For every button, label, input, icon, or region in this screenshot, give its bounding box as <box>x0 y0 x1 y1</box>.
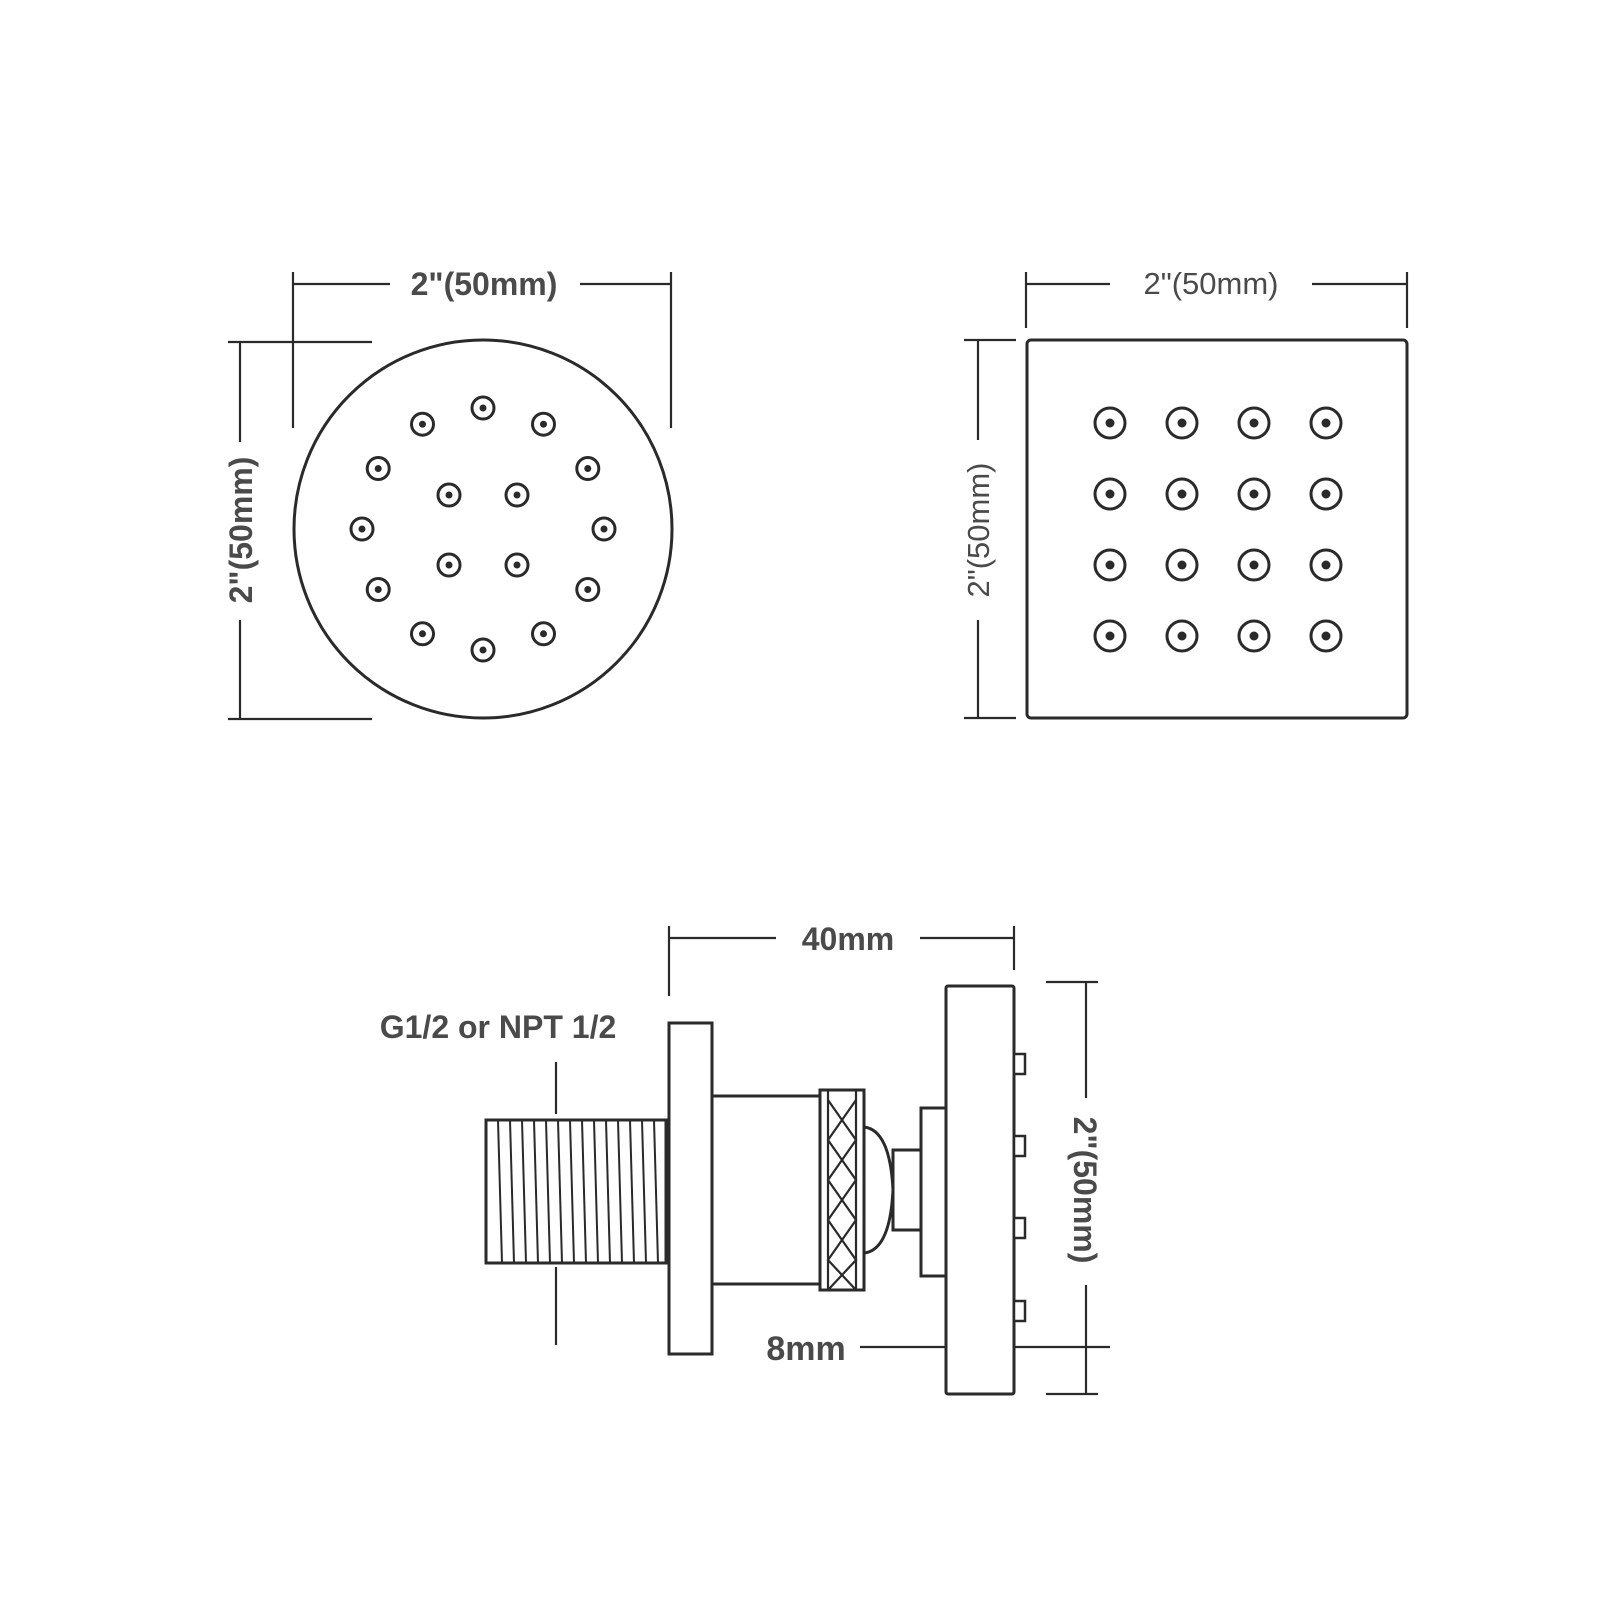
square-nozzle-group <box>1093 406 1343 653</box>
nozzle-r4c4 <box>1309 619 1343 653</box>
nozzle-outer-8 <box>410 621 435 647</box>
side-face-plate <box>944 984 1016 1396</box>
nozzle-outer-9 <box>365 577 391 602</box>
nozzle-outer-4 <box>591 516 617 542</box>
thread-groove <box>617 1119 623 1264</box>
thread-groove <box>653 1119 659 1264</box>
square-height-label: 2"(50mm) <box>961 462 996 597</box>
swivel-neck <box>891 1148 923 1232</box>
side-height-label: 2"(50mm) <box>1067 1117 1103 1264</box>
nozzle-r3c1 <box>1093 548 1127 582</box>
nozzle-r2c4 <box>1309 477 1343 511</box>
thread-groove <box>509 1119 515 1264</box>
side-nozzle-studs <box>1012 1052 1027 1323</box>
nozzle-outer-1 <box>470 395 496 421</box>
nozzle-outer-6 <box>531 621 556 647</box>
threaded-inlet <box>484 1118 668 1265</box>
nozzle-outer-11 <box>365 456 391 481</box>
thread-groove <box>533 1119 539 1264</box>
nozzle-r1c3 <box>1237 406 1271 440</box>
thread-groove <box>521 1119 527 1264</box>
knurl-pattern-b <box>826 1099 858 1291</box>
thread-groove <box>641 1119 647 1264</box>
body-cylinder <box>710 1094 822 1286</box>
side-nozzle-stud-1 <box>1012 1052 1027 1076</box>
nozzle-inner-3 <box>436 552 462 578</box>
nozzle-r2c2 <box>1165 477 1199 511</box>
nozzle-inner-4 <box>504 552 530 578</box>
thread-grooves <box>497 1119 659 1264</box>
square-width-label: 2"(50mm) <box>1143 266 1278 301</box>
thread-label: G1/2 or NPT 1/2 <box>380 1009 617 1045</box>
thread-groove <box>545 1119 551 1264</box>
nozzle-outer-10 <box>349 516 375 542</box>
nozzle-r1c2 <box>1165 406 1199 440</box>
round-face-plate <box>292 338 674 720</box>
nozzle-r2c1 <box>1093 477 1127 511</box>
side-nozzle-stud-2 <box>1012 1134 1027 1158</box>
nozzle-outer-12 <box>410 411 435 437</box>
nozzle-inner-1 <box>436 482 462 508</box>
nozzle-outer-7 <box>470 637 496 663</box>
nozzle-r2c3 <box>1237 477 1271 511</box>
side-nozzle-stud-3 <box>1012 1216 1027 1240</box>
nozzle-outer-5 <box>575 577 601 602</box>
jet-side-view: 40mm G1/2 or NPT 1/2 <box>380 921 1110 1396</box>
square-jet-front-view: 2"(50mm) 2"(50mm) <box>961 266 1409 720</box>
mounting-flange <box>667 1021 714 1356</box>
thread-groove <box>569 1119 575 1264</box>
thread-groove <box>581 1119 587 1264</box>
nozzle-r3c3 <box>1237 548 1271 582</box>
round-nozzle-group <box>349 395 617 663</box>
thread-groove <box>593 1119 599 1264</box>
nozzle-r4c1 <box>1093 619 1127 653</box>
thread-groove <box>629 1119 635 1264</box>
protrusion-label: 8mm <box>766 1330 845 1368</box>
thread-groove <box>605 1119 611 1264</box>
nozzle-r4c3 <box>1237 619 1271 653</box>
side-nozzle-stud-4 <box>1012 1299 1027 1323</box>
knurled-nut <box>818 1088 866 1292</box>
depth-label: 40mm <box>802 921 895 957</box>
thread-groove <box>557 1119 563 1264</box>
nozzle-r3c2 <box>1165 548 1199 582</box>
round-jet-front-view: 2"(50mm) 2"(50mm) <box>223 266 674 721</box>
nozzle-r1c1 <box>1093 406 1127 440</box>
thread-groove <box>497 1119 503 1264</box>
square-face-plate <box>1025 338 1409 720</box>
ball-joint <box>862 1125 895 1255</box>
nozzle-inner-2 <box>504 482 530 508</box>
nozzle-r1c4 <box>1309 406 1343 440</box>
nozzle-r3c4 <box>1309 548 1343 582</box>
round-width-label: 2"(50mm) <box>411 266 558 302</box>
back-collar <box>919 1106 948 1278</box>
nozzle-r4c2 <box>1165 619 1199 653</box>
nozzle-outer-2 <box>531 411 556 437</box>
nozzle-outer-3 <box>575 456 601 481</box>
round-height-label: 2"(50mm) <box>223 457 259 604</box>
